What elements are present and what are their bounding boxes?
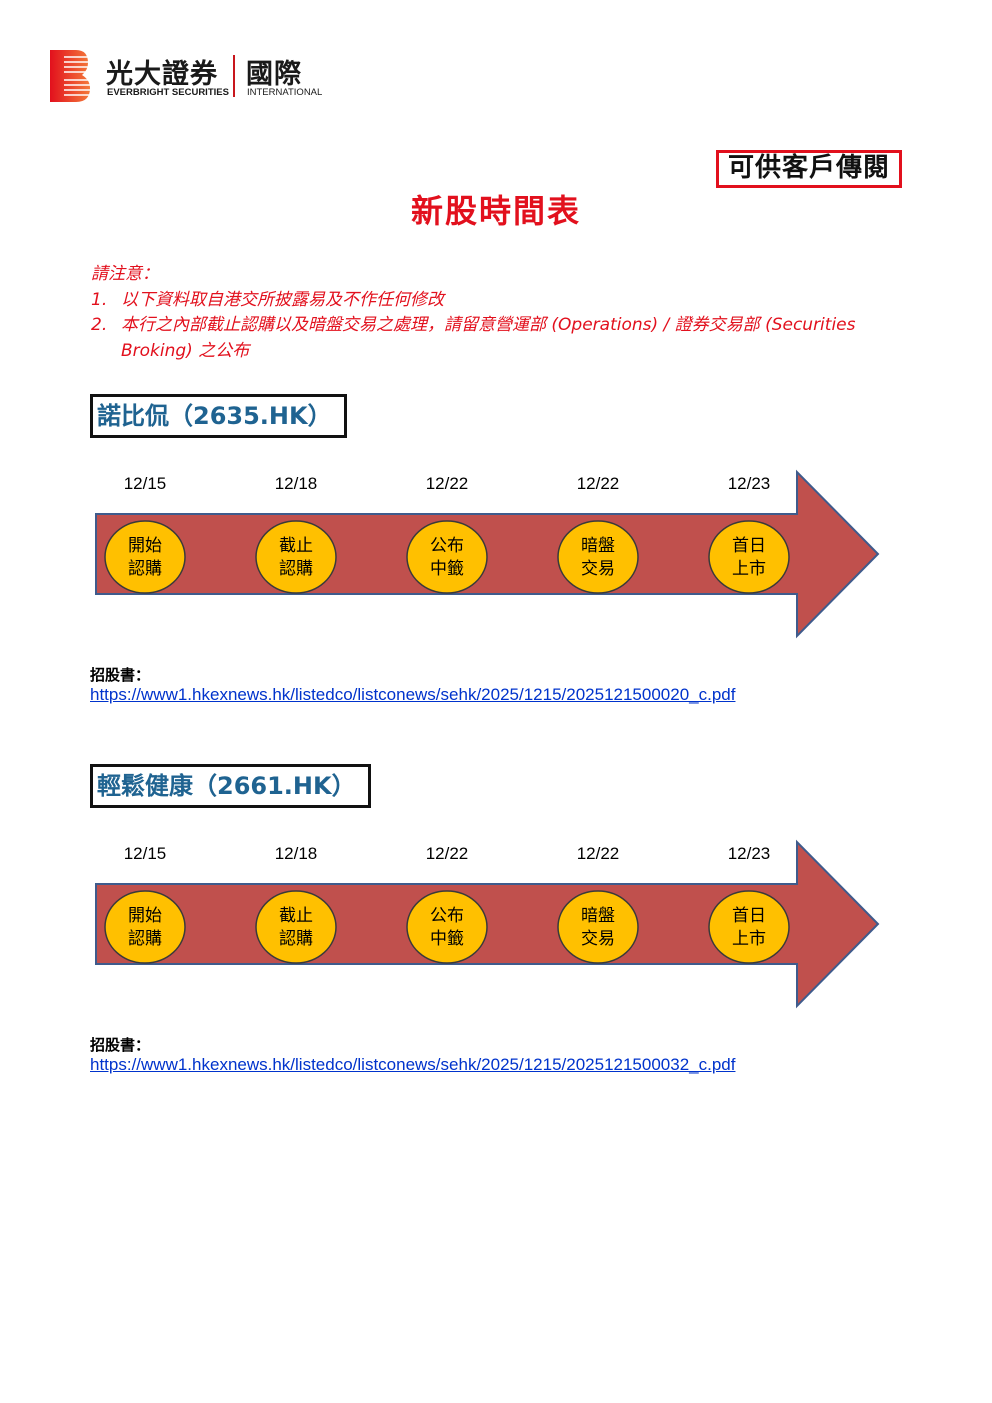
logo-divider [233, 55, 235, 97]
timeline-step-label: 暗盤交易 [581, 536, 615, 579]
notice-item: 2. 本行之內部截止認購以及暗盤交易之處理，請留意營運部 (Operations… [91, 313, 921, 364]
everbright-logo-icon [50, 50, 90, 102]
logo-sub-en: INTERNATIONAL [247, 87, 323, 98]
step-circles [104, 890, 790, 964]
stock-name-box: 輕鬆健康（2661.HK） [90, 764, 371, 808]
company-logo: 光大證券 EVERBRIGHT SECURITIES 國際 INTERNATIO… [50, 50, 350, 102]
ipo-stock-section: 輕鬆健康（2661.HK） 12/15 12/18 12/22 12/22 12… [0, 764, 992, 1084]
step-circle [708, 520, 790, 594]
prospectus-label: 招股書： [90, 666, 151, 684]
timeline-step-label: 截止認購 [279, 906, 313, 949]
logo-name-en: EVERBRIGHT SECURITIES [107, 87, 229, 98]
timeline-date: 12/22 [425, 474, 469, 493]
step-circle [104, 890, 186, 964]
prospectus-link[interactable]: https://www1.hkexnews.hk/listedco/listco… [90, 1055, 736, 1074]
step-circle [708, 890, 790, 964]
timeline-arrow-graphic [95, 839, 880, 1009]
prospectus-link[interactable]: https://www1.hkexnews.hk/listedco/listco… [90, 685, 736, 704]
page-title: 新股時間表 [410, 192, 581, 230]
step-circle [255, 890, 337, 964]
timeline-date: 12/23 [727, 474, 771, 493]
notice-item-number: 2. [91, 315, 108, 335]
client-circulation-stamp: 可供客戶傳閱 [716, 150, 902, 188]
step-circle [104, 520, 186, 594]
timeline-step-label: 截止認購 [279, 536, 313, 579]
timeline-date: 12/22 [576, 474, 620, 493]
prospectus-label: 招股書： [90, 1036, 151, 1054]
timeline-date: 12/15 [123, 474, 167, 493]
notice-item-text: 以下資料取自港交所披露易及不作任何修改 [121, 289, 444, 310]
timeline-step-label: 首日上市 [732, 536, 766, 579]
timeline-step-label: 開始認購 [128, 906, 162, 949]
timeline-step-label: 首日上市 [732, 906, 766, 949]
logo-name-cn: 光大證券 [106, 59, 218, 90]
timeline-date: 12/15 [123, 844, 167, 863]
ipo-timeline: 12/15 12/18 12/22 12/22 12/23 開始認購 截止認購 … [0, 464, 992, 644]
timeline-date: 12/22 [425, 844, 469, 863]
timeline-step-label: 公布中籤 [430, 536, 464, 579]
step-circle [557, 520, 639, 594]
stock-name-box: 諾比侃（2635.HK） [90, 394, 347, 438]
step-circle [406, 520, 488, 594]
timeline-date: 12/18 [274, 474, 318, 493]
timeline-step-label: 暗盤交易 [581, 906, 615, 949]
ipo-stock-section: 諾比侃（2635.HK） 12/15 12/18 12/22 12/22 12/… [0, 394, 992, 714]
step-circle [406, 890, 488, 964]
timeline-step-label: 公布中籤 [430, 906, 464, 949]
step-circle [557, 890, 639, 964]
timeline-date: 12/23 [727, 844, 771, 863]
timeline-date: 12/18 [274, 844, 318, 863]
step-circle [255, 520, 337, 594]
notice-heading: 請注意： [91, 264, 159, 284]
timeline-step-label: 開始認購 [128, 536, 162, 579]
notice-item-number: 1. [91, 289, 108, 310]
notice-block: 請注意： 1. 以下資料取自港交所披露易及不作任何修改 2. 本行之內部截止認購… [91, 262, 921, 364]
notice-item: 1. 以下資料取自港交所披露易及不作任何修改 [91, 288, 921, 314]
timeline-date: 12/22 [576, 844, 620, 863]
step-circles [104, 520, 790, 594]
ipo-timeline: 12/15 12/18 12/22 12/22 12/23 開始認購 截止認購 … [0, 834, 992, 1014]
timeline-arrow-graphic [95, 469, 880, 639]
notice-item-text: 本行之內部截止認購以及暗盤交易之處理，請留意營運部 (Operations) /… [121, 315, 856, 361]
logo-sub-cn: 國際 [246, 59, 302, 90]
